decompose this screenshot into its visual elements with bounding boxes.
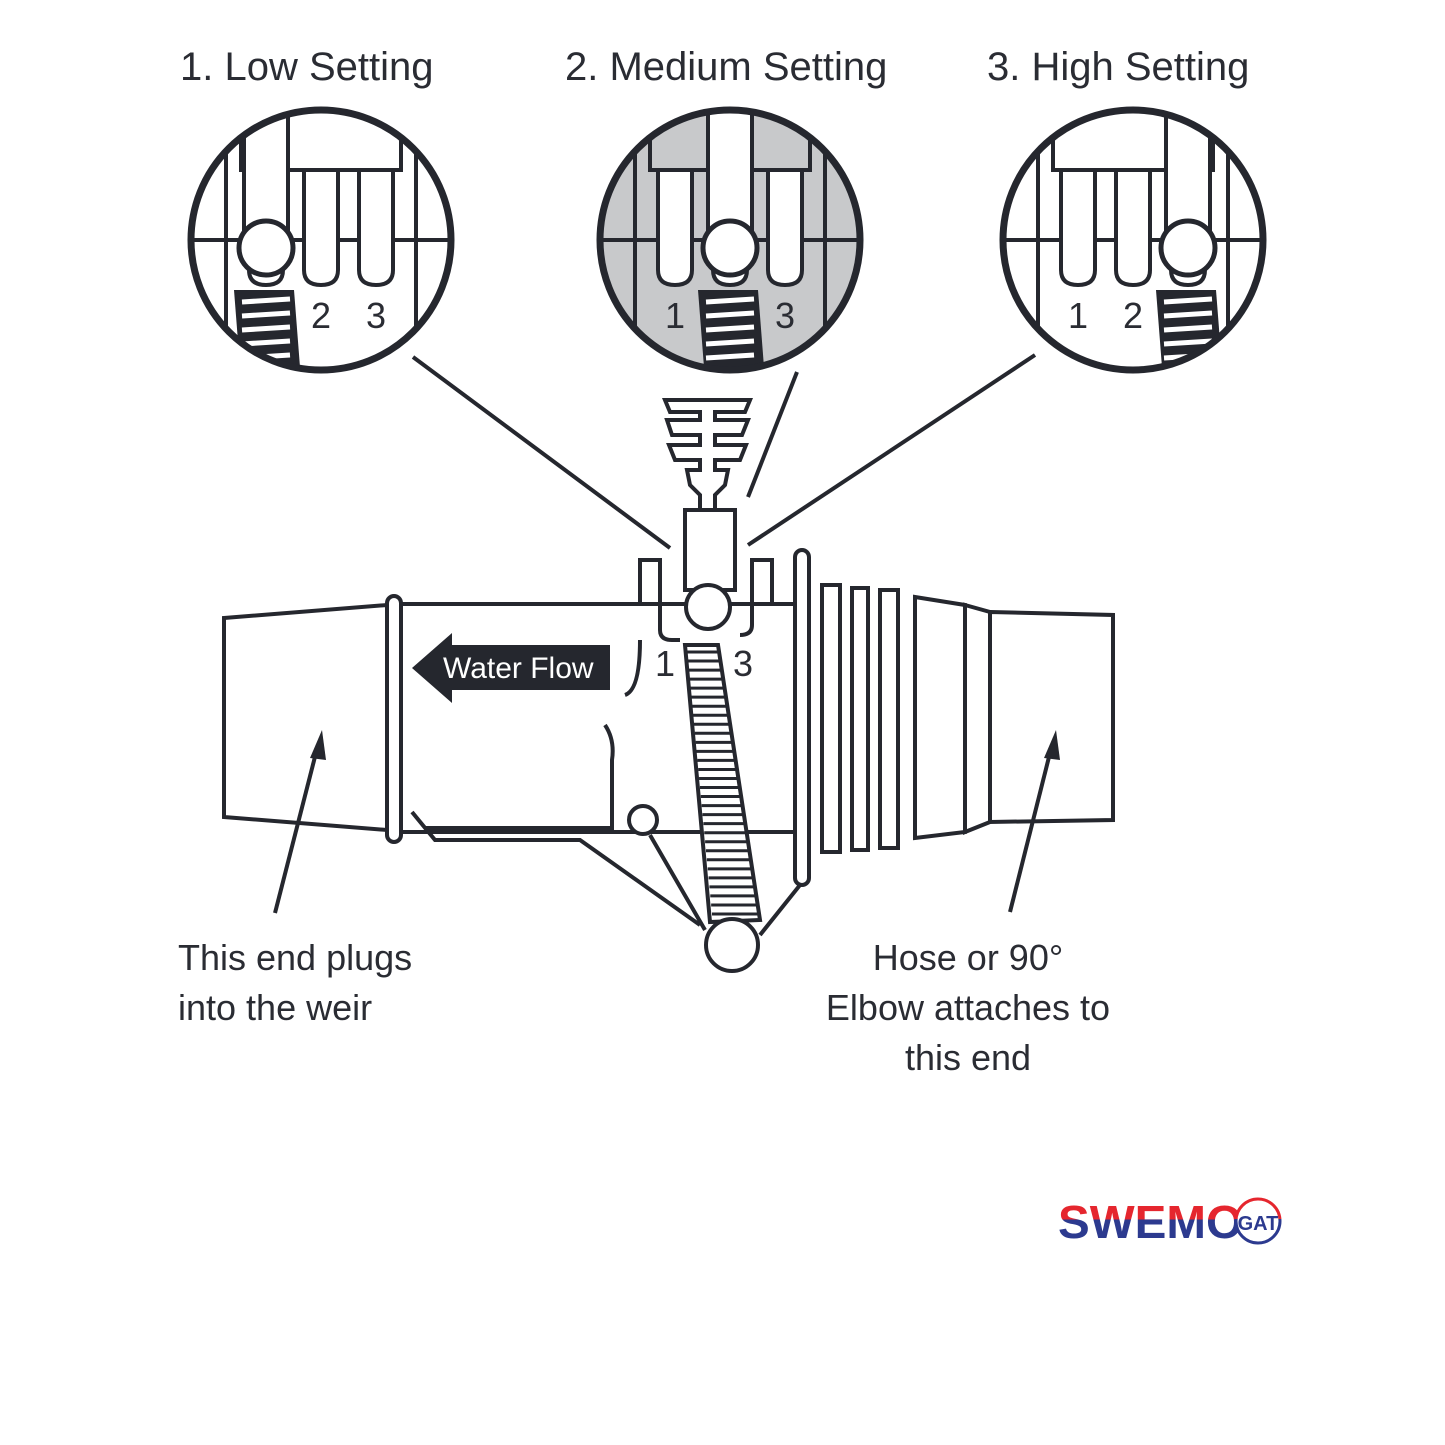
arrow-left-end <box>273 744 320 914</box>
arrow-right-end <box>1008 744 1054 913</box>
slot-number-3: 3 <box>366 295 386 336</box>
slot-label-3: 3 <box>733 643 753 684</box>
spring <box>682 643 763 925</box>
logo-text: SWEMO <box>1058 1196 1243 1248</box>
water-flow-label: Water Flow <box>443 652 594 685</box>
slot-label-1: 1 <box>655 643 675 684</box>
setting-title-low: 1. Low Setting <box>180 45 434 89</box>
pointer-line-low <box>411 355 672 550</box>
caption-right-line3: this end <box>905 1037 1031 1078</box>
adjust-knob <box>662 398 753 512</box>
rib-1 <box>820 583 842 854</box>
caption-left-line1: This end plugs <box>178 937 412 978</box>
slot-number-1: 1 <box>665 295 685 336</box>
knob-stem <box>683 508 737 592</box>
rib-2 <box>850 586 870 852</box>
valve-ball <box>684 583 732 631</box>
cone <box>913 594 967 841</box>
bottom-ball <box>704 917 760 973</box>
ball <box>1158 218 1218 278</box>
rib-3 <box>878 588 900 850</box>
left-ring <box>385 594 403 844</box>
slot-number-2: 2 <box>1123 295 1143 336</box>
caption-right-line1: Hose or 90° <box>873 937 1064 978</box>
pointer-line-medium <box>746 371 799 498</box>
caption-right-line2: Elbow attaches to <box>826 987 1110 1028</box>
arrow-left-icon <box>412 633 610 703</box>
swemo-logo: SWEMO GAT <box>1058 1196 1282 1248</box>
valve-body: 1 3 <box>222 398 1115 973</box>
slot-number-3: 3 <box>775 295 795 336</box>
caption-left-line2: into the weir <box>178 987 372 1028</box>
lower-arm <box>410 810 702 927</box>
pointer-line-high <box>746 353 1037 547</box>
arrowhead-icon <box>1044 730 1060 760</box>
right-pipe-end <box>988 609 1115 825</box>
pivot <box>627 804 659 836</box>
slot-number-1: 1 <box>1068 295 1088 336</box>
water-flow-arrow: Water Flow <box>412 633 610 703</box>
setting-title-medium: 2. Medium Setting <box>565 45 887 89</box>
slot-number-2: 2 <box>311 295 331 336</box>
logo-sub: GAT <box>1238 1213 1279 1235</box>
right-ring <box>793 548 811 887</box>
ball <box>236 218 296 278</box>
spring <box>698 290 765 368</box>
ball <box>700 218 760 278</box>
arrowhead-icon <box>310 730 326 760</box>
setting-title-high: 3. High Setting <box>987 45 1249 89</box>
